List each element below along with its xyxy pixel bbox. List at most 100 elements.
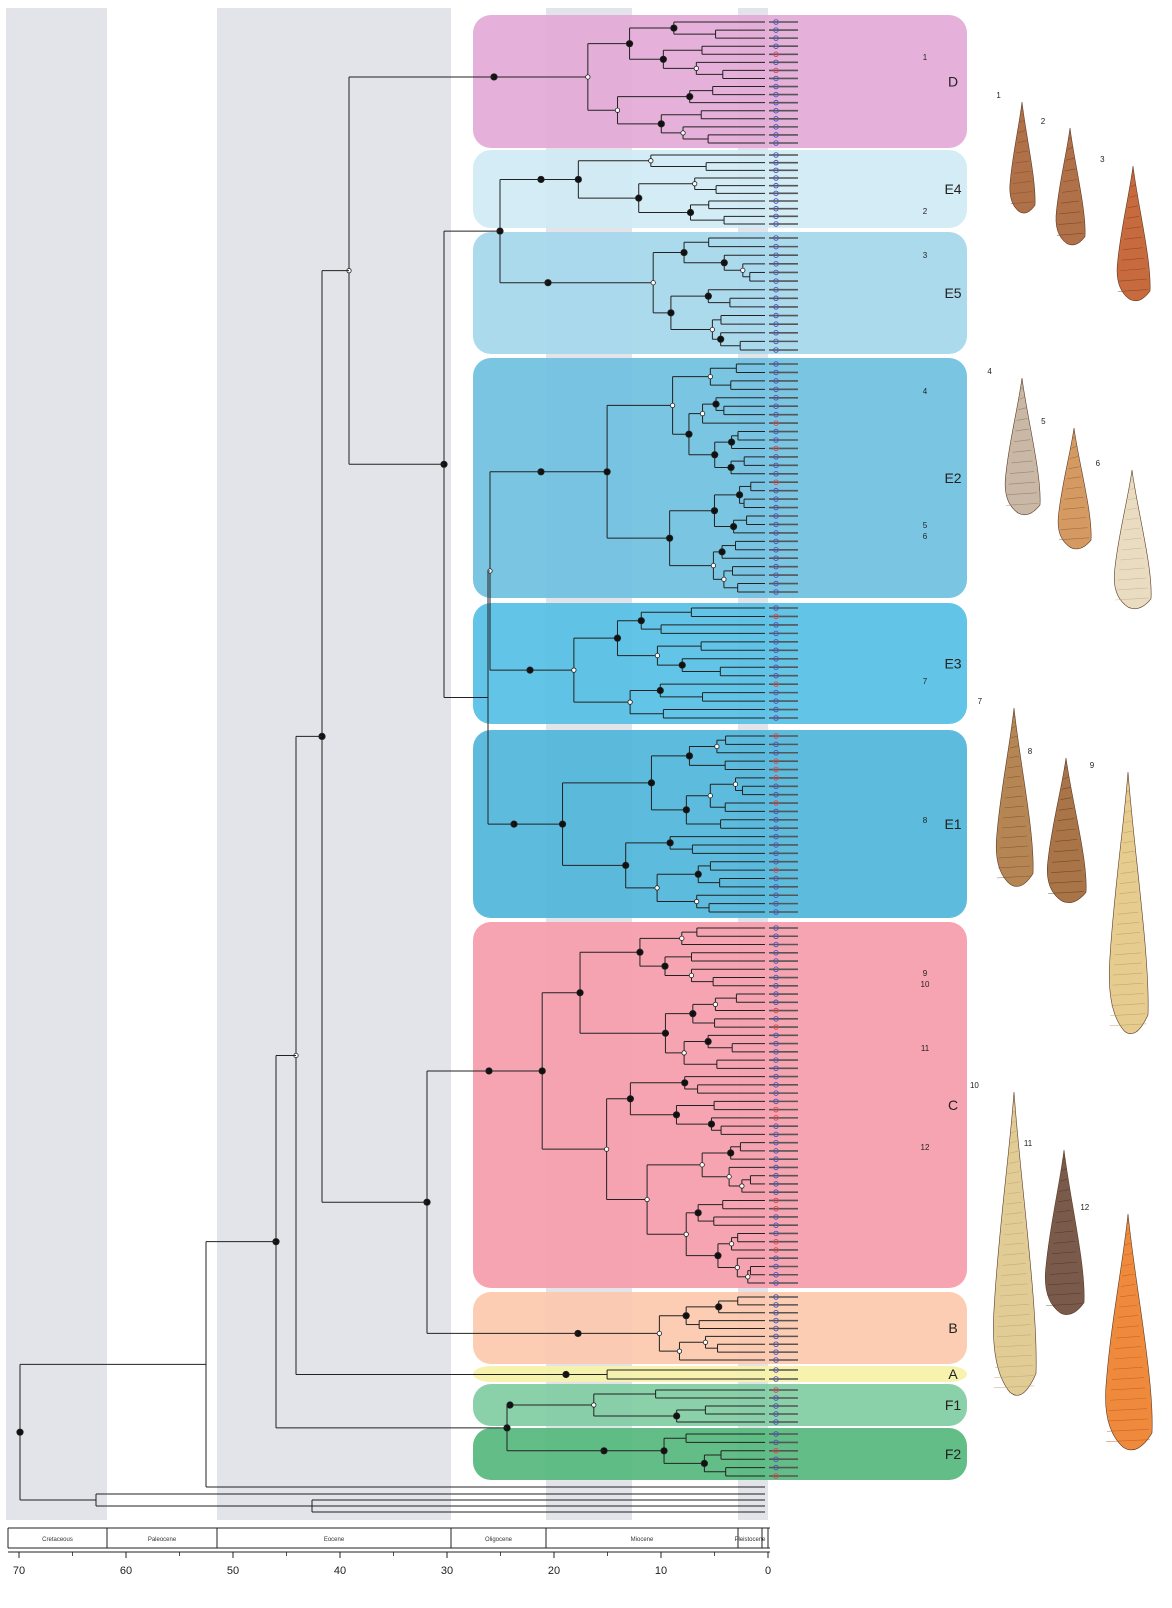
tip-marker [773,1123,779,1129]
tip-marker [773,1309,779,1316]
tip-marker [773,462,779,469]
tip-marker [773,741,779,748]
shell-whorl [1129,195,1137,198]
node-dot-open [692,181,698,187]
tip-marker [773,132,779,138]
tip-marker [773,1164,779,1171]
node-dot-open [694,898,700,905]
tip-marker [773,91,779,98]
node-dot-open [712,1001,718,1007]
clade-box [473,150,967,228]
node-dot [637,617,645,625]
tip-marker [773,1073,779,1080]
shell-whorl [1069,456,1079,459]
epoch-label: Oligocene [485,1537,513,1543]
shell-number: 10 [970,1081,979,1090]
shell-whorl [1048,891,1084,894]
shell-whorl [1127,205,1139,209]
node-dot-open [702,1339,709,1345]
node-dot [574,175,582,184]
clade-box [473,358,967,598]
tip-marker [773,1197,779,1204]
node-dot [666,534,674,542]
node-dot-open [679,935,685,941]
tip-marker [773,1419,779,1425]
tip-marker [773,75,779,82]
node-dot [672,1111,681,1119]
tip-marker [773,330,779,336]
node-dot [657,120,665,128]
clade-label: E1 [944,816,961,832]
shell-whorl [1117,1315,1139,1318]
shell-image: 10 [970,1081,1037,1396]
shell-whorl [1006,503,1038,506]
shell-image: 7 [978,697,1034,887]
node-dot-open [650,280,656,286]
tip-marker [773,235,779,241]
shell-whorl [1009,745,1019,749]
clade-number: 10 [921,980,930,989]
tip-marker [773,1238,779,1245]
tip-marker [773,630,779,637]
shell-whorl [1020,109,1024,113]
shell-whorl [1007,765,1021,769]
shell-whorl [999,845,1029,849]
shell-whorl [1010,1140,1018,1144]
tip-marker [773,152,779,158]
tip-marker [773,420,779,426]
tip-marker [773,1357,779,1363]
tip-marker [773,639,779,645]
shell-whorl [1126,1222,1130,1225]
shell-whorl [1004,1222,1024,1225]
clade-box [473,603,967,724]
shell-whorl [1120,268,1146,271]
clade-number: 4 [923,387,928,396]
tip-marker [773,182,779,189]
shell-whorl [1124,527,1140,531]
tip-marker [773,808,779,815]
clade-number: 7 [923,677,928,686]
tip-marker [773,1007,779,1014]
shell-whorl [1058,222,1082,225]
shell-whorl [1108,1408,1148,1411]
shell-whorl [1121,547,1143,551]
shell-whorl [1008,1171,1020,1174]
node-dot [666,839,674,847]
clade-label: E3 [944,656,961,672]
tip-marker [773,1317,779,1324]
tip-marker [773,278,779,284]
shell-whorl [1128,497,1136,501]
node-dot-open [680,130,686,136]
shell-number: 6 [1096,459,1101,468]
tip-marker [773,580,779,587]
tip-marker [773,1082,779,1088]
shell-whorl [1117,911,1139,915]
shell-number: 7 [978,697,983,706]
shell-whorl [1123,1253,1133,1256]
node-dot [678,661,686,669]
shell-whorl [1000,835,1028,839]
shell-whorl [1119,1294,1137,1298]
node-dot [576,989,584,997]
node-dot [715,1303,723,1311]
tip-marker [773,1376,779,1382]
node-dot-open [710,563,716,569]
tip-marker [773,766,779,773]
node-dot [686,93,694,101]
shell-whorl [1016,150,1028,154]
shell-whorl [1006,1191,1022,1195]
shell-whorl [1105,1439,1151,1442]
tip-marker [773,909,779,915]
shell-whorl [1005,785,1023,789]
node-dot [694,1209,702,1217]
node-dot [711,451,719,459]
tip-marker [773,958,779,964]
clade-label: E5 [944,285,961,301]
shell-whorl [994,1375,1034,1378]
node-dot-open [714,743,720,750]
tip-marker [773,369,779,376]
tip-marker [773,347,779,353]
axis-tick-label: 70 [13,1565,25,1577]
shell-whorl [1012,1110,1016,1113]
shell-whorl [1006,1201,1022,1205]
